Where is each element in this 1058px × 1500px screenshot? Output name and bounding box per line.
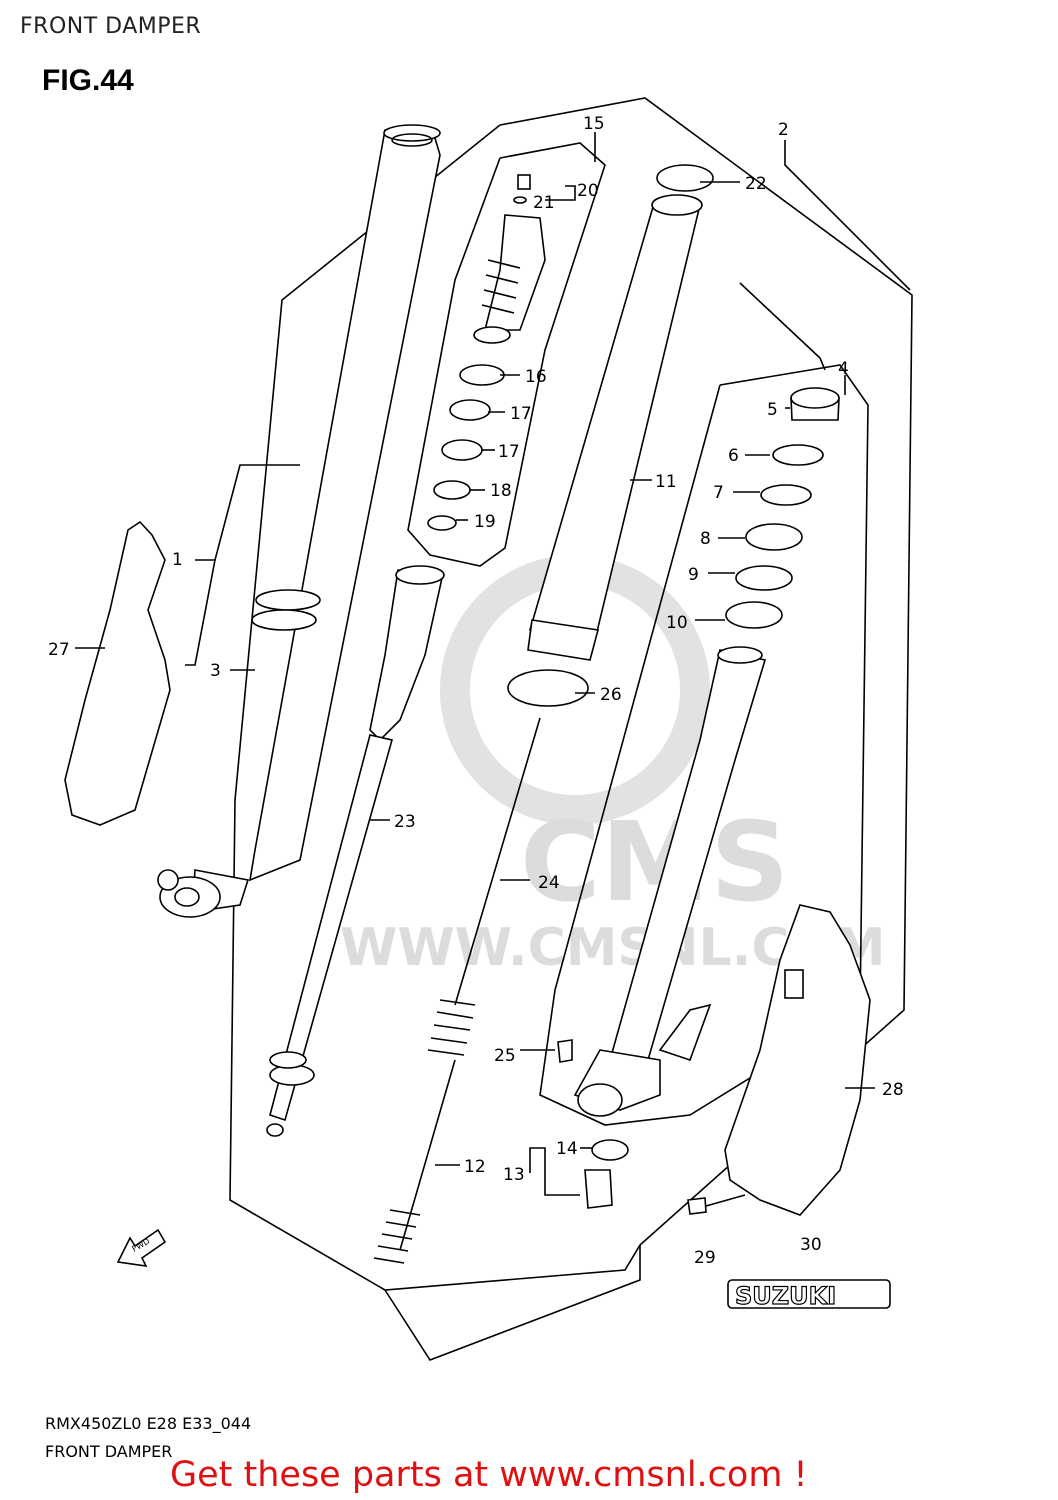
callout-19: 19	[474, 512, 496, 532]
callout-30: 30	[800, 1235, 822, 1255]
callout-26: 26	[600, 685, 622, 705]
callout-17b: 17	[498, 442, 520, 462]
callout-27: 27	[48, 640, 70, 660]
rod-24	[454, 717, 541, 1006]
callout-11: 11	[655, 472, 677, 492]
callout-10: 10	[666, 613, 688, 633]
suzuki-badge: SUZUKI	[727, 1279, 891, 1311]
callout-9: 9	[688, 565, 699, 585]
callout-15: 15	[583, 114, 605, 134]
spring-top	[427, 999, 476, 1056]
callout-22: 22	[745, 174, 767, 194]
callout-20: 20	[577, 181, 599, 201]
callout-28: 28	[882, 1080, 904, 1100]
spring-12	[373, 1209, 421, 1264]
outline-box-lower	[384, 1245, 641, 1361]
footer-caption: FRONT DAMPER	[45, 1442, 173, 1461]
spring-rod-12	[399, 1059, 456, 1251]
callout-25: 25	[494, 1046, 516, 1066]
o-ring-26	[507, 669, 589, 707]
callout-29: 29	[694, 1248, 716, 1268]
fwd-arrow: FWD	[116, 1228, 167, 1268]
inner-tube-11	[527, 194, 703, 661]
callout-3: 3	[210, 661, 221, 681]
callout-24: 24	[538, 873, 560, 893]
leader-lines	[75, 132, 911, 1196]
guard-label	[784, 969, 804, 999]
page-header: FRONT DAMPER	[20, 14, 202, 39]
cartridge-parts-15	[427, 174, 546, 531]
outline-group-15	[407, 142, 606, 567]
callout-4: 4	[838, 359, 849, 379]
outline-box-right	[739, 282, 826, 371]
callout-12: 12	[464, 1157, 486, 1177]
outer-tube-1	[157, 124, 441, 918]
callout-16: 16	[525, 367, 547, 387]
callout-21: 21	[533, 193, 555, 213]
callout-13: 13	[503, 1165, 525, 1185]
callout-8: 8	[700, 529, 711, 549]
callout-7: 7	[713, 483, 724, 503]
brand-text: SUZUKI	[735, 1282, 836, 1310]
callout-18: 18	[490, 481, 512, 501]
callout-labels: 1 2 3 4 5 6 7 8 9 10 11 12 13 14 15 16 1…	[48, 114, 904, 1268]
model-code: RMX450ZL0 E28 E33_044	[45, 1414, 252, 1433]
callout-6: 6	[728, 446, 739, 466]
bolt-25	[557, 1039, 573, 1063]
lower-leg	[573, 646, 767, 1117]
callout-23: 23	[394, 812, 416, 832]
callout-2: 2	[778, 120, 789, 140]
seal-parts-4	[725, 387, 840, 629]
o-ring-14	[591, 1139, 629, 1161]
fork-guard-27	[64, 520, 171, 826]
callout-14: 14	[556, 1139, 578, 1159]
bolt-13	[584, 1169, 613, 1209]
callout-17a: 17	[510, 404, 532, 424]
fork-guard-28	[724, 904, 871, 1216]
ring-22	[656, 164, 714, 192]
outline-group-4	[539, 364, 869, 1126]
outline-assembly-2	[229, 97, 913, 1291]
promo-link[interactable]: Get these parts at www.cmsnl.com !	[170, 1455, 808, 1495]
figure-number: FIG.44	[42, 64, 134, 97]
damper-rod-23	[266, 565, 445, 1137]
callout-1: 1	[172, 550, 183, 570]
callout-5: 5	[767, 400, 778, 420]
bolt-29	[687, 1197, 707, 1215]
